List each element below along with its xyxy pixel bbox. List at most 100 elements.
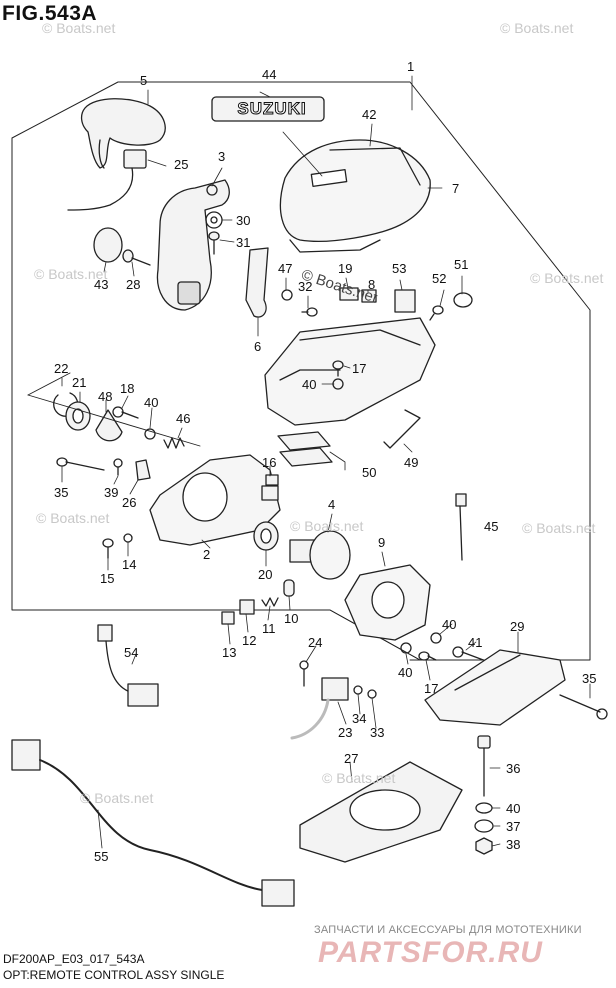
washer-30-hole	[210, 216, 218, 224]
housing-9-part	[344, 564, 431, 641]
watermark: © Boats.net	[80, 790, 154, 806]
washer-47-part	[281, 289, 293, 301]
diagram-code: DF200AP_E03_017_543A	[3, 952, 145, 966]
emblem-plate	[211, 96, 325, 122]
callout-label: 46	[176, 411, 191, 426]
rod-49-part	[383, 409, 421, 449]
callout-label: 37	[506, 819, 521, 834]
watermark: © Boats.net	[42, 20, 116, 36]
callout-label: 34	[352, 711, 367, 726]
callout-label: 1	[407, 59, 415, 74]
housing-2-part	[149, 454, 281, 546]
callout-label: 43	[94, 277, 109, 292]
callout-label: 12	[242, 633, 257, 648]
callout-label: 8	[368, 277, 376, 292]
callout-label: 44	[262, 67, 277, 82]
callout-label: 24	[308, 635, 323, 650]
callout-label: 15	[100, 571, 115, 586]
callout-label: 16	[262, 455, 277, 470]
callout-label: 14	[122, 557, 137, 572]
top-cover-part	[279, 139, 431, 253]
callout-label: 5	[140, 73, 148, 88]
block-19-part	[339, 287, 359, 301]
callout-label: 33	[370, 725, 385, 740]
nut-16-part	[265, 474, 279, 486]
screw-31-part	[208, 231, 220, 255]
watermark: © Boats.net	[522, 520, 596, 536]
lower-housing-part	[264, 317, 436, 426]
pad-50-leader	[329, 451, 346, 471]
bracket-26-part	[135, 459, 151, 481]
callout-label: 20	[258, 567, 273, 582]
watermark: © Boats.net	[322, 770, 396, 786]
cover-leader-44	[282, 131, 323, 177]
callout-label: 42	[362, 107, 377, 122]
callout-label: 40	[144, 395, 159, 410]
callout-label: 19	[338, 261, 353, 276]
watermark: © Boats.net	[530, 270, 604, 286]
washer-21-hole	[72, 408, 84, 424]
callout-label: 22	[54, 361, 69, 376]
bracket-29-part	[424, 649, 566, 726]
control-handle-part	[80, 98, 166, 169]
callout-label: 30	[236, 213, 251, 228]
callout-label: 4	[328, 497, 336, 512]
watermark: © Boats.net	[500, 20, 574, 36]
callout-label: 40	[506, 801, 521, 816]
block-12-part	[239, 599, 255, 615]
callout-label: 50	[362, 465, 377, 480]
spring-11-part	[261, 597, 279, 607]
callout-label: 3	[218, 149, 226, 164]
lever-arm-part	[156, 179, 230, 311]
callout-label: 10	[284, 611, 299, 626]
callout-label: 41	[468, 635, 483, 650]
screw-14-part	[123, 533, 133, 543]
watermark: © Boats.net	[290, 518, 364, 534]
callout-label: 31	[236, 235, 251, 250]
gasket-27-part	[299, 761, 463, 863]
callout-label: 35	[54, 485, 69, 500]
clip-51-part	[453, 292, 473, 308]
screw-17b-part	[418, 651, 437, 661]
washer-34-part	[353, 685, 363, 695]
callout-label: 11	[262, 621, 276, 636]
callout-label: 2	[203, 547, 211, 562]
callout-label: 38	[506, 837, 521, 852]
callout-label: 32	[298, 279, 313, 294]
pad-50-part	[277, 431, 333, 467]
watermark: © Boats.net	[34, 266, 108, 282]
callout-label: 17	[352, 361, 367, 376]
block-13-part	[221, 611, 235, 625]
callout-label: 53	[392, 261, 407, 276]
block-8-part	[361, 289, 377, 303]
washer-37-part	[474, 819, 494, 833]
callout-label: 27	[344, 751, 359, 766]
screw-52-part	[429, 305, 444, 321]
callout-label: 13	[222, 645, 237, 660]
callout-label: 35	[582, 671, 597, 686]
washer-40e-part	[475, 802, 493, 814]
washer-40c-part	[430, 632, 442, 644]
callout-leaders	[61, 75, 591, 849]
lower-link-line-2	[27, 394, 201, 447]
washer-30-part	[205, 211, 223, 229]
callout-label: 23	[338, 725, 353, 740]
emblem-leader	[259, 91, 271, 98]
screw-24-part	[299, 660, 309, 687]
watermark: © Boats.net	[36, 510, 110, 526]
callout-label: 47	[278, 261, 293, 276]
suzuki-emblem-text: SUZUKI	[237, 99, 307, 119]
brand-logo-text: PARTSFOR.RU	[318, 936, 543, 969]
callout-label: 6	[254, 339, 262, 354]
callout-label: 40	[442, 617, 457, 632]
brand-tagline: ЗАПЧАСТИ И АКСЕССУАРЫ ДЛЯ МОТОТЕХНИКИ	[314, 924, 582, 936]
callout-label: 17	[424, 681, 439, 696]
long-screw-35a-part	[56, 457, 105, 471]
sensor-23-part	[290, 677, 349, 740]
pin-10-part	[283, 579, 295, 597]
nut-38-part	[475, 837, 493, 855]
harness-54-part	[97, 624, 159, 707]
callout-label: 9	[378, 535, 386, 550]
switch-connector-part	[67, 149, 147, 211]
